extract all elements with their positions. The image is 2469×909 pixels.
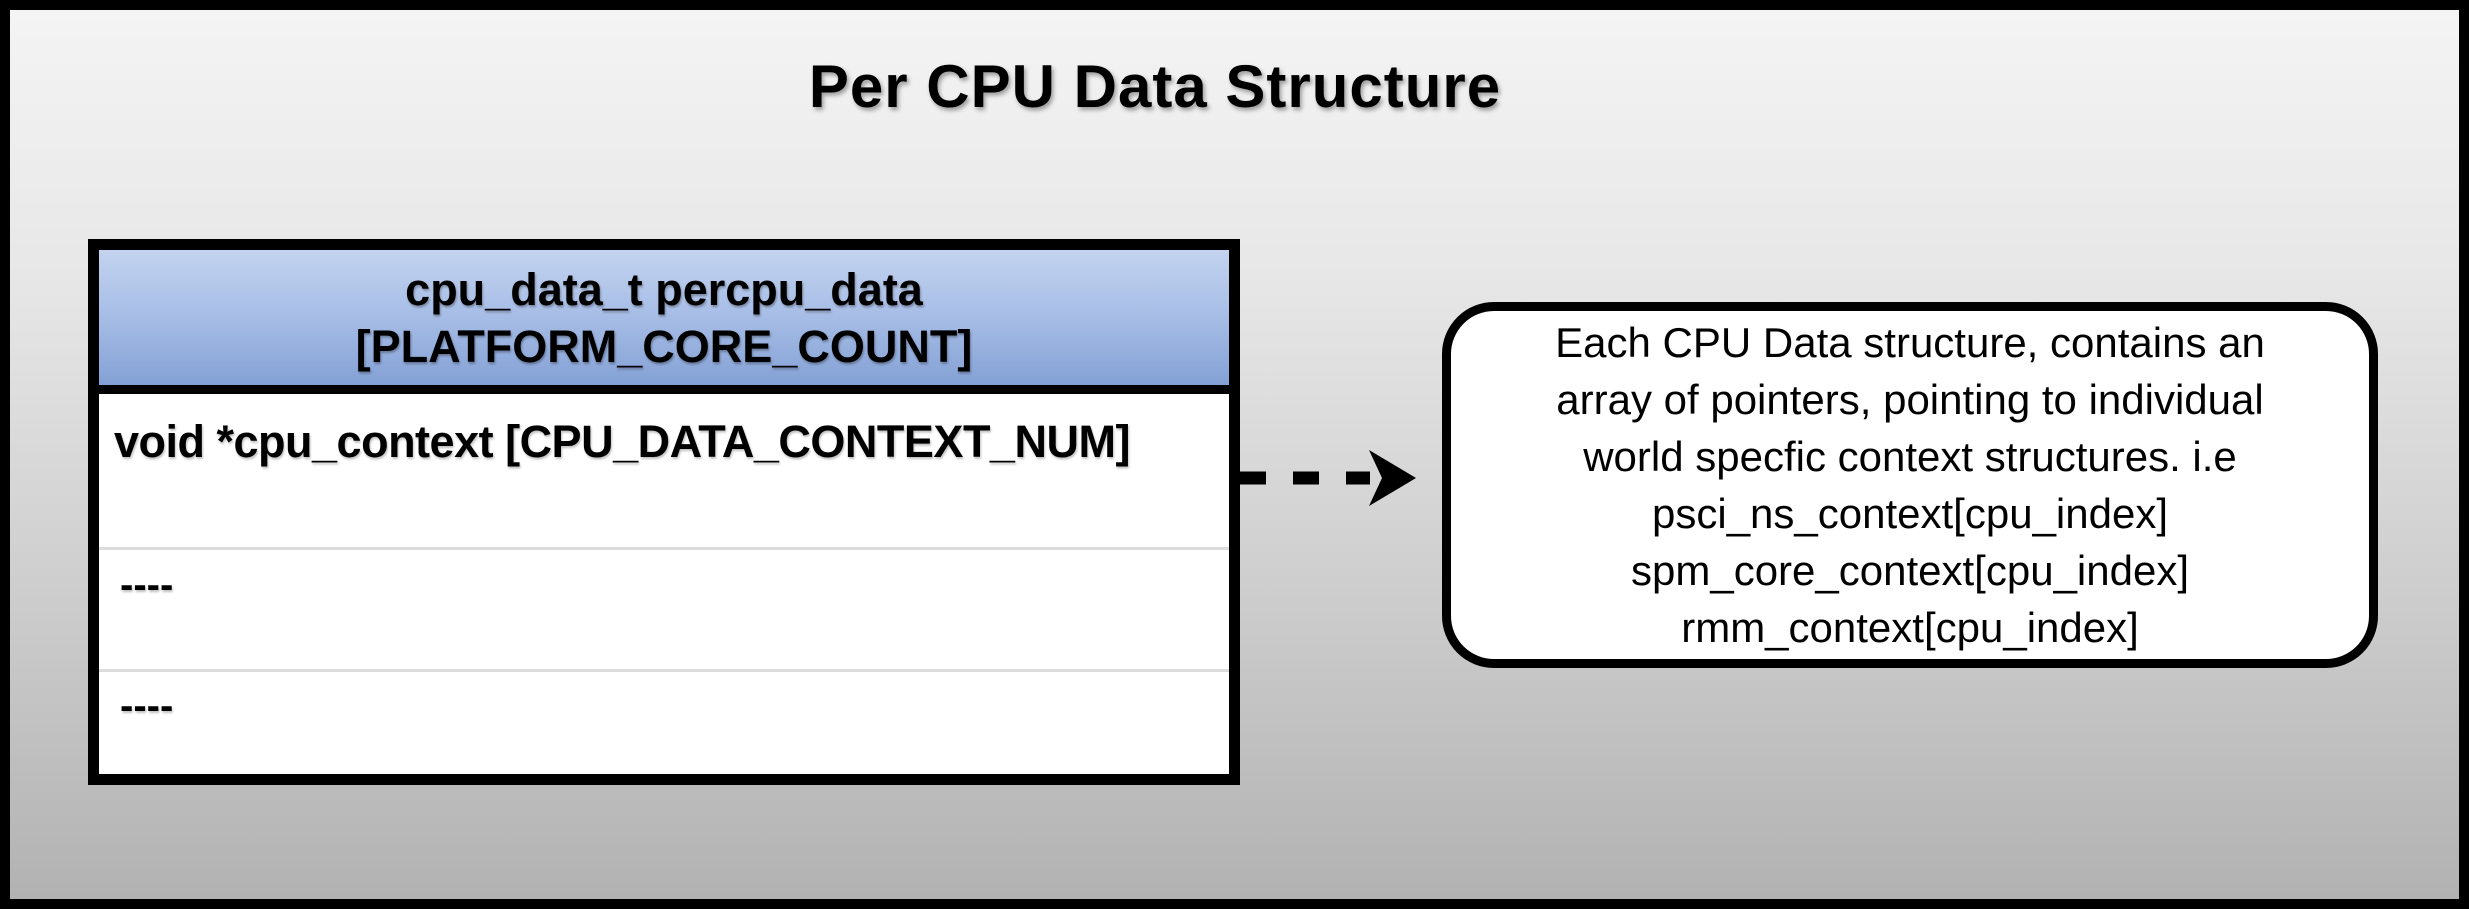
callout-line: Each CPU Data structure, contains an xyxy=(1555,319,2265,366)
table-row: ---- xyxy=(120,684,174,728)
callout-line: rmm_context[cpu_index] xyxy=(1681,604,2139,651)
callout-line: spm_core_context[cpu_index] xyxy=(1631,547,2189,594)
callout-line: array of pointers, pointing to individua… xyxy=(1556,376,2264,423)
table-header-line-2: [PLATFORM_CORE_COUNT] xyxy=(355,320,973,372)
table-header: cpu_data_t percpu_data [PLATFORM_CORE_CO… xyxy=(99,250,1229,394)
callout-box: Each CPU Data structure, contains an arr… xyxy=(1442,302,2378,668)
callout-line: psci_ns_context[cpu_index] xyxy=(1652,490,2168,537)
table-row: void *cpu_context [CPU_DATA_CONTEXT_NUM] xyxy=(99,394,1229,550)
cpu-data-table: cpu_data_t percpu_data [PLATFORM_CORE_CO… xyxy=(88,239,1240,785)
callout-line: world specfic context structures. i.e xyxy=(1583,433,2237,480)
table-row: ---- xyxy=(99,550,1229,672)
dashed-right-arrow-icon xyxy=(1240,450,1416,506)
table-header-line-1: cpu_data_t percpu_data xyxy=(405,263,923,315)
diagram-title: Per CPU Data Structure xyxy=(808,53,1502,120)
